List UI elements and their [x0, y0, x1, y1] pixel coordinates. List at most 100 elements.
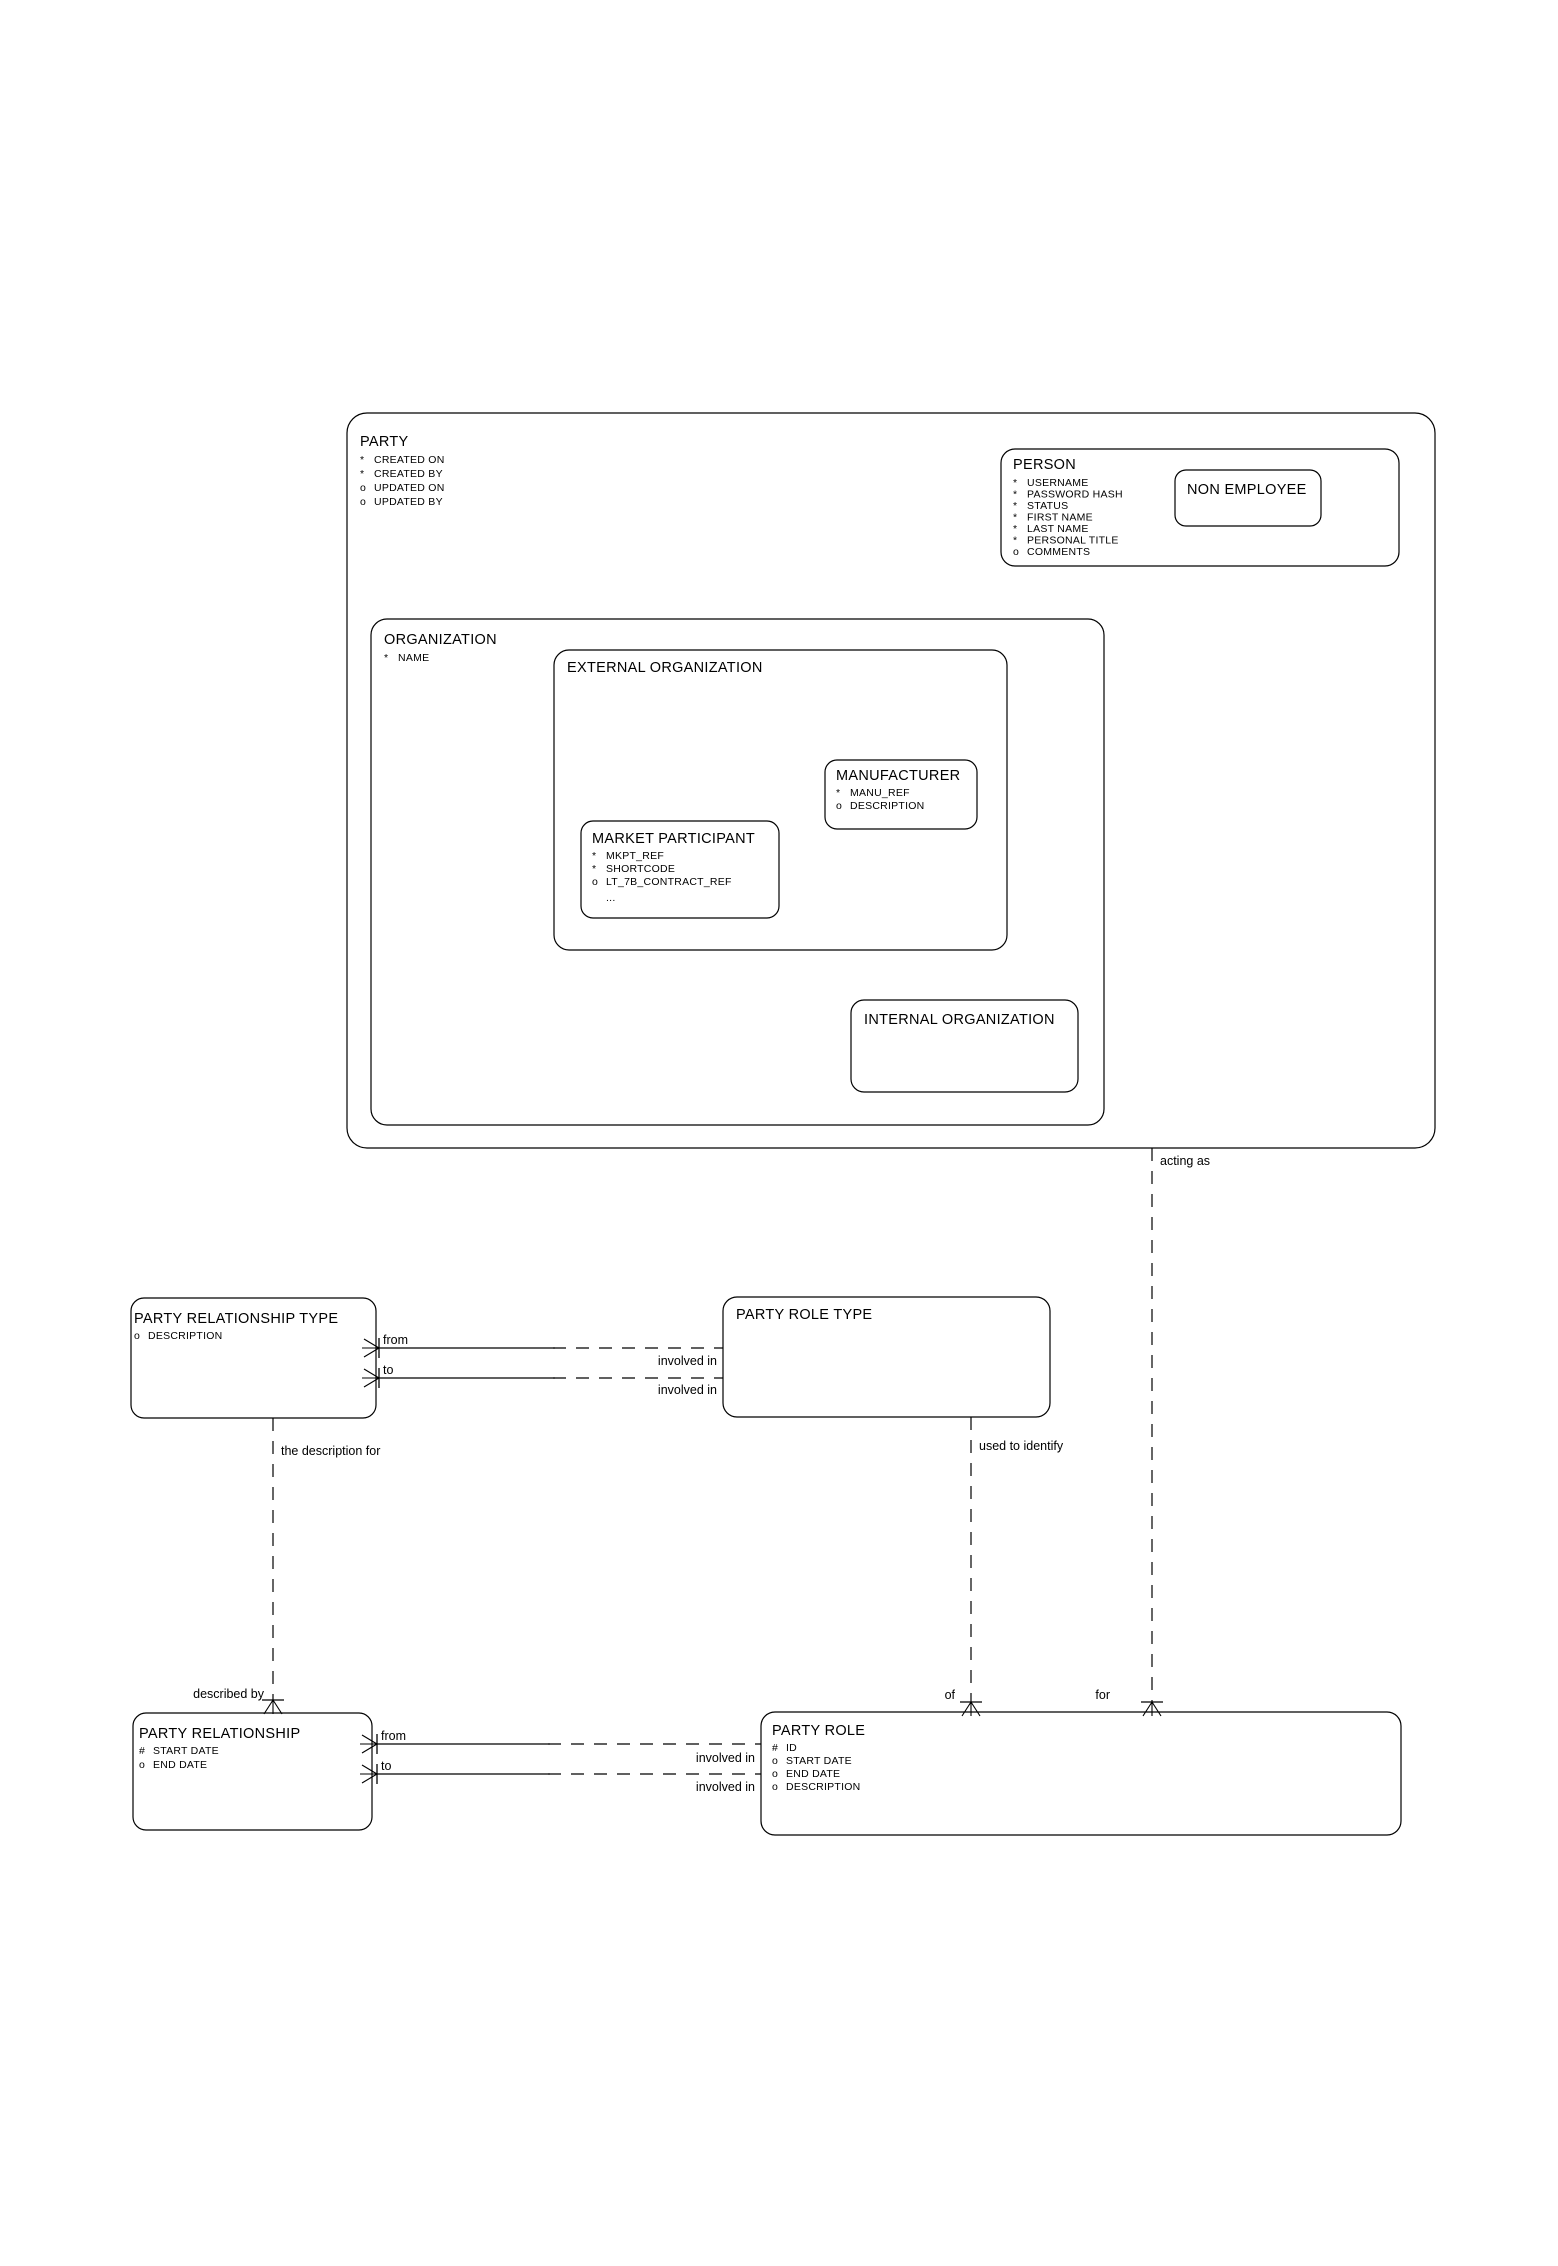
prt-to-label: to [383, 1363, 393, 1377]
entity-party-box[interactable] [346, 412, 1436, 1149]
pr-to-label: to [381, 1759, 391, 1773]
attr-mark: o [360, 482, 366, 494]
attr-label: DESCRIPTION [850, 800, 925, 812]
attr-mark: o [772, 1768, 778, 1780]
attr-label: MANU_REF [850, 787, 910, 799]
prt-to-crowsfoot [362, 1368, 380, 1388]
attr-mark: * [360, 468, 364, 480]
attr-label: CREATED BY [374, 468, 443, 480]
relationship-used-to-identify[interactable]: used to identify of [945, 1417, 1064, 1717]
pr-to-crowsfoot [360, 1764, 378, 1784]
attr-label: PASSWORD HASH [1027, 489, 1123, 501]
attr-label: UPDATED ON [374, 482, 445, 494]
of-crowsfoot [961, 1701, 981, 1717]
attr-mark: * [1013, 523, 1017, 535]
attr-mark: o [772, 1755, 778, 1767]
acting-as-label: acting as [1160, 1154, 1210, 1168]
attr-mark: * [836, 787, 840, 799]
entity-internal-organization[interactable]: INTERNAL ORGANIZATION [850, 999, 1079, 1093]
attr-mark: * [592, 863, 596, 875]
pr-from-label: from [381, 1729, 406, 1743]
entity-party-relationship-type-box[interactable] [130, 1297, 377, 1419]
attr-mark: o [592, 876, 598, 888]
entity-non-employee[interactable]: NON EMPLOYEE [1174, 469, 1322, 527]
entity-person-box[interactable] [1000, 448, 1400, 567]
described-by-crowsfoot [263, 1699, 283, 1715]
the-description-for-label: the description for [281, 1444, 380, 1458]
attr-label: NAME [398, 652, 429, 664]
used-to-identify-label: used to identify [979, 1439, 1064, 1453]
prt-from-label: from [383, 1333, 408, 1347]
relationship-prt-from[interactable]: from involved in [362, 1333, 723, 1368]
entity-internal-organization-title: INTERNAL ORGANIZATION [864, 1012, 1055, 1028]
entity-internal-organization-box[interactable] [850, 999, 1079, 1093]
attr-mark: * [1013, 489, 1017, 501]
attr-label: COMMENTS [1027, 546, 1090, 558]
attr-mark: o [1013, 546, 1019, 558]
entity-party-role-type-box[interactable] [722, 1296, 1051, 1418]
attr-label: PERSONAL TITLE [1027, 535, 1119, 547]
entity-organization[interactable]: ORGANIZATION * NAME [370, 618, 1105, 1126]
pr-involved-in-label-2: involved in [696, 1780, 755, 1794]
entity-party-role-type-title: PARTY ROLE TYPE [736, 1307, 872, 1323]
entity-manufacturer-title: MANUFACTURER [836, 768, 960, 784]
entity-market-participant-box[interactable] [580, 820, 780, 919]
entity-party-relationship[interactable]: PARTY RELATIONSHIP # START DATE o END DA… [132, 1712, 373, 1831]
attr-mark: * [1013, 535, 1017, 547]
relationship-pr-from[interactable]: from involved in [360, 1729, 761, 1765]
attr-mark: * [1013, 477, 1017, 489]
entity-external-organization-box[interactable] [553, 649, 1008, 951]
attr-mark: o [134, 1330, 140, 1342]
attr-label: ID [786, 1742, 797, 1754]
attr-mark: o [360, 496, 366, 508]
attr-label: END DATE [153, 1759, 207, 1771]
prt-involved-in-label-1: involved in [658, 1354, 717, 1368]
entity-party-role-type[interactable]: PARTY ROLE TYPE [722, 1296, 1051, 1418]
described-by-label: described by [193, 1687, 265, 1701]
attr-mark: o [139, 1759, 145, 1771]
attr-label: MKPT_REF [606, 850, 664, 862]
attr-label: LAST NAME [1027, 523, 1089, 535]
entity-market-participant-title: MARKET PARTICIPANT [592, 831, 755, 847]
entity-party-title: PARTY [360, 434, 409, 450]
entity-party[interactable]: PARTY * CREATED ON * CREATED BY o UPDATE… [346, 412, 1436, 1149]
attr-mark: # [772, 1742, 778, 1754]
attr-label: DESCRIPTION [148, 1330, 223, 1342]
entity-party-role-title: PARTY ROLE [772, 1723, 865, 1739]
of-label: of [945, 1688, 956, 1702]
attr-label: USERNAME [1027, 477, 1089, 489]
entity-external-organization[interactable]: EXTERNAL ORGANIZATION [553, 649, 1008, 951]
entity-market-participant[interactable]: MARKET PARTICIPANT * MKPT_REF * SHORTCOD… [580, 820, 780, 919]
pr-from-crowsfoot [360, 1734, 378, 1754]
attr-label: CREATED ON [374, 454, 445, 466]
entity-party-relationship-type[interactable]: PARTY RELATIONSHIP TYPE o DESCRIPTION [130, 1297, 377, 1419]
entity-party-role[interactable]: PARTY ROLE # ID o START DATE o END DATE … [760, 1711, 1402, 1836]
relationship-the-description-for[interactable]: the description for described by [193, 1418, 380, 1715]
entity-manufacturer-box[interactable] [824, 759, 978, 830]
relationship-pr-to[interactable]: to involved in [360, 1759, 761, 1794]
attr-mark: * [1013, 500, 1017, 512]
entity-manufacturer[interactable]: MANUFACTURER * MANU_REF o DESCRIPTION [824, 759, 978, 830]
attr-mark: * [360, 454, 364, 466]
attr-label: DESCRIPTION [786, 1781, 861, 1793]
entity-organization-title: ORGANIZATION [384, 632, 497, 648]
relationship-acting-as[interactable]: acting as for [1095, 1148, 1210, 1717]
entity-organization-box[interactable] [370, 618, 1105, 1126]
relationship-prt-to[interactable]: to involved in [362, 1363, 723, 1397]
for-label: for [1095, 1688, 1110, 1702]
attr-label: STATUS [1027, 500, 1068, 512]
attr-label: START DATE [786, 1755, 852, 1767]
attr-label: UPDATED BY [374, 496, 443, 508]
entity-external-organization-title: EXTERNAL ORGANIZATION [567, 660, 763, 676]
entity-person-title: PERSON [1013, 457, 1076, 473]
attr-label-ellipsis: ... [606, 892, 616, 904]
entity-party-relationship-title: PARTY RELATIONSHIP [139, 1726, 300, 1742]
acting-as-crowsfoot [1142, 1701, 1162, 1717]
entity-non-employee-box[interactable] [1174, 469, 1322, 527]
attr-label: FIRST NAME [1027, 512, 1093, 524]
entity-person[interactable]: PERSON * USERNAME * PASSWORD HASH * STAT… [1000, 448, 1400, 567]
prt-involved-in-label-2: involved in [658, 1383, 717, 1397]
entity-party-relationship-type-title: PARTY RELATIONSHIP TYPE [134, 1311, 338, 1327]
